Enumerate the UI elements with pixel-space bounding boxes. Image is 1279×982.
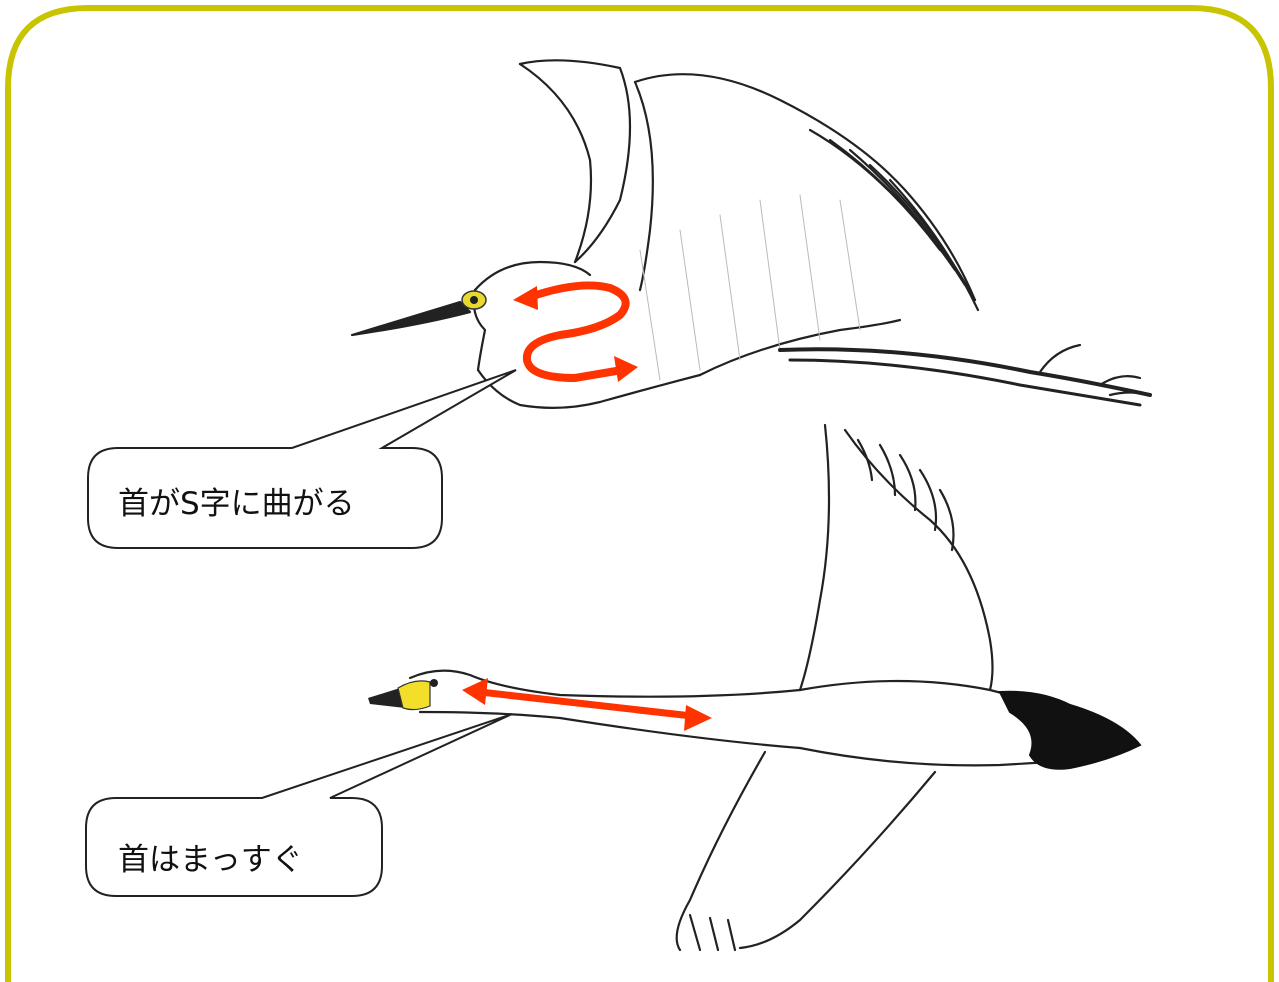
swan-beak-yellow (397, 680, 431, 711)
egret-eye (470, 296, 478, 304)
swan-beak-tip (368, 688, 405, 708)
callout-swan-text: 首はまっすぐ (118, 842, 303, 878)
callout-egret-text: 首がS字に曲がる (118, 486, 355, 522)
callout-egret-bubble (87, 369, 517, 549)
egret-illustration (350, 59, 1152, 409)
swan-eye (430, 679, 438, 687)
straight-arrow (462, 678, 712, 731)
callout-swan-bubble (85, 713, 513, 897)
swan-illustration (408, 423, 1122, 952)
swan-feet (998, 690, 1142, 770)
s-curve-arrow (513, 281, 638, 383)
rounded-frame (5, 5, 1274, 982)
